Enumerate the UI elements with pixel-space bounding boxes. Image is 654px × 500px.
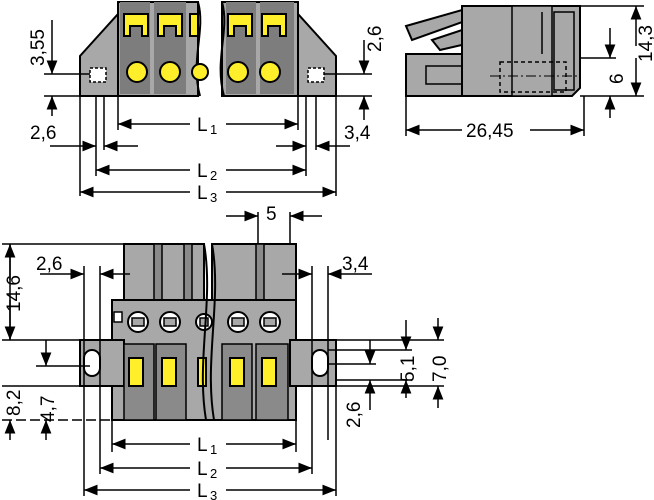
dim-3-4-bottom-right: 3,4 xyxy=(342,254,369,275)
label-L2-top: L xyxy=(197,161,208,182)
label-L1-top: L xyxy=(197,115,208,136)
dim-8-2: 8,2 xyxy=(4,390,25,416)
label-L3-top-sub: 3 xyxy=(210,190,217,205)
label-L3-top: L xyxy=(197,183,208,204)
side-view: 14,3 6 26,45 xyxy=(404,5,654,142)
label-L1-bottom: L xyxy=(197,435,208,456)
dim-3-55: 3,55 xyxy=(28,29,49,66)
label-L1-bottom-sub: 1 xyxy=(210,442,217,457)
dim-3-4-right: 3,4 xyxy=(344,123,371,144)
right-flange xyxy=(297,11,337,97)
break-line xyxy=(195,1,202,97)
mounting-hole-right xyxy=(307,67,325,83)
dim-14-3: 14,3 xyxy=(636,25,654,62)
label-L1-top-sub: 1 xyxy=(210,122,217,137)
label-L3-bottom: L xyxy=(197,481,208,500)
dim-5-1: 5,1 xyxy=(398,356,419,382)
label-L2-bottom-sub: 2 xyxy=(210,466,217,481)
dim-4-7: 4,7 xyxy=(38,396,59,422)
label-L3-bottom-sub: 3 xyxy=(210,488,217,500)
left-flange xyxy=(79,11,119,97)
bottom-front-view: 5 2,6 3,4 14,6 8,2 4,7 5,1 7,0 2,6 L 1 L… xyxy=(2,204,451,500)
dim-2-6-left: 2,6 xyxy=(30,123,56,144)
dim-2-6-top-right: 2,6 xyxy=(365,26,386,52)
mounting-hole-left xyxy=(89,67,107,83)
dim-6: 6 xyxy=(607,73,628,84)
dim-2-6-bottom-right: 2,6 xyxy=(344,402,365,428)
label-L2-bottom: L xyxy=(197,459,208,480)
contact-opening xyxy=(126,61,281,83)
top-front-view: 3,55 2,6 2,6 3,4 L 1 L 2 L 3 xyxy=(28,1,386,205)
dim-2-6-bottom-left: 2,6 xyxy=(36,254,62,275)
dim-14-6: 14,6 xyxy=(4,275,25,312)
label-L2-top-sub: 2 xyxy=(210,168,217,183)
dim-7-0: 7,0 xyxy=(430,356,451,382)
break-line-bottom xyxy=(201,243,209,421)
dim-5-pitch: 5 xyxy=(266,204,277,225)
release-tab xyxy=(123,13,287,37)
dim-26-45: 26,45 xyxy=(466,121,514,142)
